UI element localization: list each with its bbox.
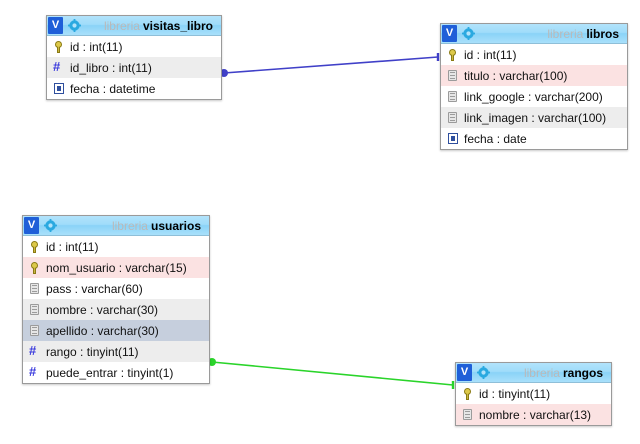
column-label: fecha : datetime (70, 81, 156, 96)
column-label: rango : tinyint(11) (46, 344, 139, 359)
table-row[interactable]: nombre : varchar(13) (456, 404, 611, 425)
column-label: pass : varchar(60) (46, 281, 143, 296)
table-row[interactable]: pass : varchar(60) (23, 278, 209, 299)
table-row[interactable]: fecha : date (441, 128, 627, 149)
view-badge-icon: V (24, 217, 39, 234)
table-row[interactable]: id : int(11) (441, 44, 627, 65)
key-icon (28, 261, 41, 275)
database-name: libreria (523, 365, 560, 380)
table-name: libros (586, 26, 619, 41)
column-label: id_libro : int(11) (70, 60, 152, 75)
column-icon (461, 408, 474, 422)
column-label: fecha : date (464, 131, 527, 146)
column-label: link_imagen : varchar(100) (464, 110, 607, 125)
column-label: id : tinyint(11) (479, 386, 551, 401)
database-name: libreria (103, 18, 140, 33)
column-label: id : int(11) (70, 39, 123, 54)
column-label: nombre : varchar(13) (479, 407, 592, 422)
key-icon (28, 240, 41, 254)
gear-icon[interactable] (477, 366, 490, 379)
column-label: titulo : varchar(100) (464, 68, 568, 83)
key-icon (461, 387, 474, 401)
gear-icon[interactable] (462, 27, 475, 40)
table-name: rangos (562, 365, 603, 380)
column-icon (28, 282, 41, 296)
relation-visitas_libro-libros (220, 53, 440, 77)
column-label: id : int(11) (464, 47, 517, 62)
gear-icon[interactable] (68, 19, 81, 32)
table-row[interactable]: apellido : varchar(30) (23, 320, 209, 341)
table-row[interactable]: id : int(11) (23, 236, 209, 257)
calendar-icon (446, 132, 459, 146)
table-row[interactable]: id_libro : int(11) (47, 57, 221, 78)
column-label: link_google : varchar(200) (464, 89, 603, 104)
gear-icon[interactable] (44, 219, 57, 232)
key-icon (52, 40, 65, 54)
table-row[interactable]: titulo : varchar(100) (441, 65, 627, 86)
database-name: libreria (547, 26, 584, 41)
column-label: puede_entrar : tinyint(1) (46, 365, 174, 380)
view-badge-icon: V (457, 364, 472, 381)
table-row[interactable]: id : tinyint(11) (456, 383, 611, 404)
column-label: nombre : varchar(30) (46, 302, 159, 317)
calendar-icon (52, 82, 65, 96)
table-row[interactable]: nombre : varchar(30) (23, 299, 209, 320)
relation-usuarios-rangos (208, 358, 455, 389)
hash-icon (28, 343, 41, 359)
table-row[interactable]: puede_entrar : tinyint(1) (23, 362, 209, 383)
table-name: visitas_libro (142, 18, 213, 33)
table-row[interactable]: link_imagen : varchar(100) (441, 107, 627, 128)
key-icon (446, 48, 459, 62)
table-row[interactable]: nom_usuario : varchar(15) (23, 257, 209, 278)
column-label: apellido : varchar(30) (46, 323, 159, 338)
view-badge-icon: V (442, 25, 457, 42)
hash-icon (52, 59, 65, 75)
database-name: libreria (111, 218, 148, 233)
column-icon (446, 111, 459, 125)
view-badge-icon: V (48, 17, 63, 34)
hash-icon (28, 364, 41, 380)
table-row[interactable]: id : int(11) (47, 36, 221, 57)
column-label: nom_usuario : varchar(15) (46, 260, 187, 275)
column-icon (28, 303, 41, 317)
column-icon (28, 324, 41, 338)
column-icon (446, 90, 459, 104)
table-row[interactable]: fecha : datetime (47, 78, 221, 99)
column-label: id : int(11) (46, 239, 99, 254)
table-name: usuarios (150, 218, 201, 233)
column-icon (446, 69, 459, 83)
table-row[interactable]: rango : tinyint(11) (23, 341, 209, 362)
table-row[interactable]: link_google : varchar(200) (441, 86, 627, 107)
